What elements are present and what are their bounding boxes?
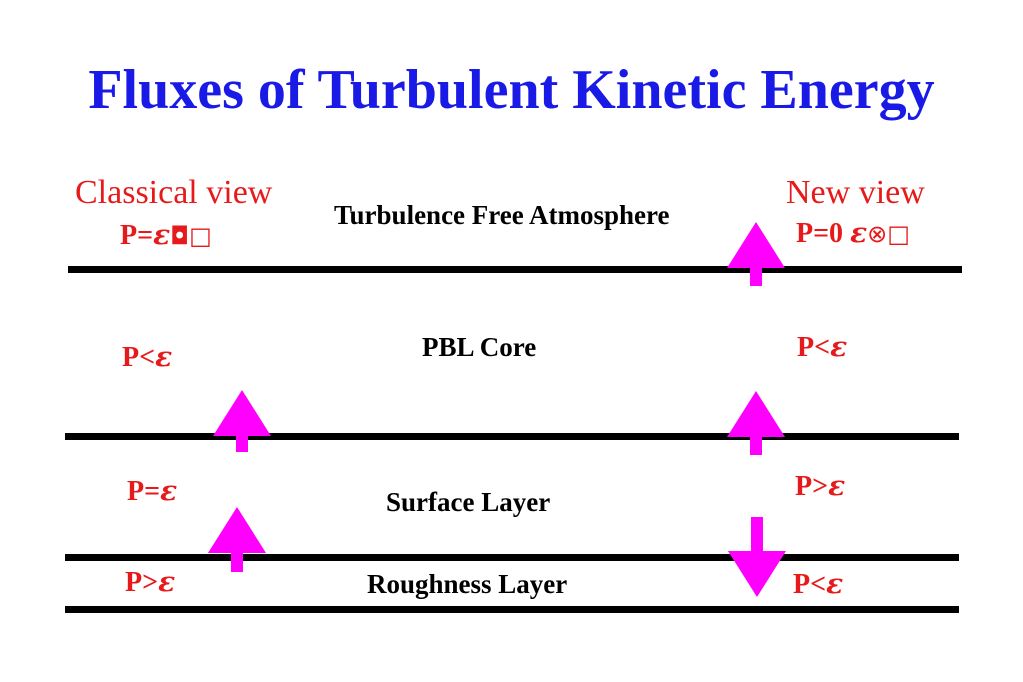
new-core-up-arrow — [727, 391, 785, 455]
new-roughness-down-arrow — [728, 517, 786, 597]
free-atmosphere-boundary-line — [68, 266, 962, 273]
equation-text: P=0 — [796, 218, 851, 249]
equation-text: P< — [122, 342, 156, 373]
epsilon-symbol: ε — [830, 330, 848, 363]
epsilon-symbol: ε — [153, 218, 171, 251]
epsilon-symbol: ε — [850, 216, 868, 249]
pbl-core-boundary-line — [65, 433, 959, 440]
page-title: Fluxes of Turbulent Kinetic Energy — [88, 59, 935, 121]
new-roughness-equation: P<ε — [793, 570, 843, 599]
equation-text: P< — [797, 332, 831, 363]
equation-text: P> — [795, 471, 829, 502]
new-free-atmosphere-up-arrow — [727, 222, 785, 286]
classical-core-up-arrow — [213, 390, 271, 452]
new-surface-equation: P>ε — [795, 472, 845, 501]
equation-text: P< — [793, 569, 827, 600]
roughness-layer-label: Roughness Layer — [367, 569, 568, 599]
epsilon-symbol: ε — [826, 567, 844, 600]
new-top-equation: P=0 ε⊗□ — [796, 219, 910, 248]
epsilon-symbol: ε — [160, 474, 178, 507]
new-core-equation: P<ε — [797, 333, 847, 362]
epsilon-symbol: ε — [158, 565, 176, 598]
classical-roughness-equation: P>ε — [125, 568, 175, 597]
surface-layer-boundary-line — [65, 554, 959, 561]
equation-text: P= — [127, 476, 161, 507]
epsilon-symbol: ε — [828, 469, 846, 502]
classical-core-equation: P<ε — [122, 343, 172, 372]
classical-view-heading: Classical view — [75, 174, 273, 211]
arrow-group — [208, 222, 786, 597]
classical-surface-equation: P=ε — [127, 477, 177, 506]
classical-top-equation: P=ε◘□ — [120, 221, 212, 250]
surface-layer-label: Surface Layer — [386, 487, 551, 517]
free-atmosphere-label: Turbulence Free Atmosphere — [334, 200, 670, 230]
roughness-layer-boundary-line — [65, 606, 959, 613]
equation-text: P> — [125, 567, 159, 598]
symbol-glyphs: ◘□ — [170, 222, 212, 250]
pbl-core-label: PBL Core — [422, 332, 537, 362]
classical-surface-up-arrow — [208, 507, 266, 572]
equation-text: P= — [120, 220, 154, 251]
new-view-heading: New view — [786, 174, 925, 211]
symbol-glyphs: ⊗□ — [867, 220, 910, 248]
epsilon-symbol: ε — [155, 340, 173, 373]
